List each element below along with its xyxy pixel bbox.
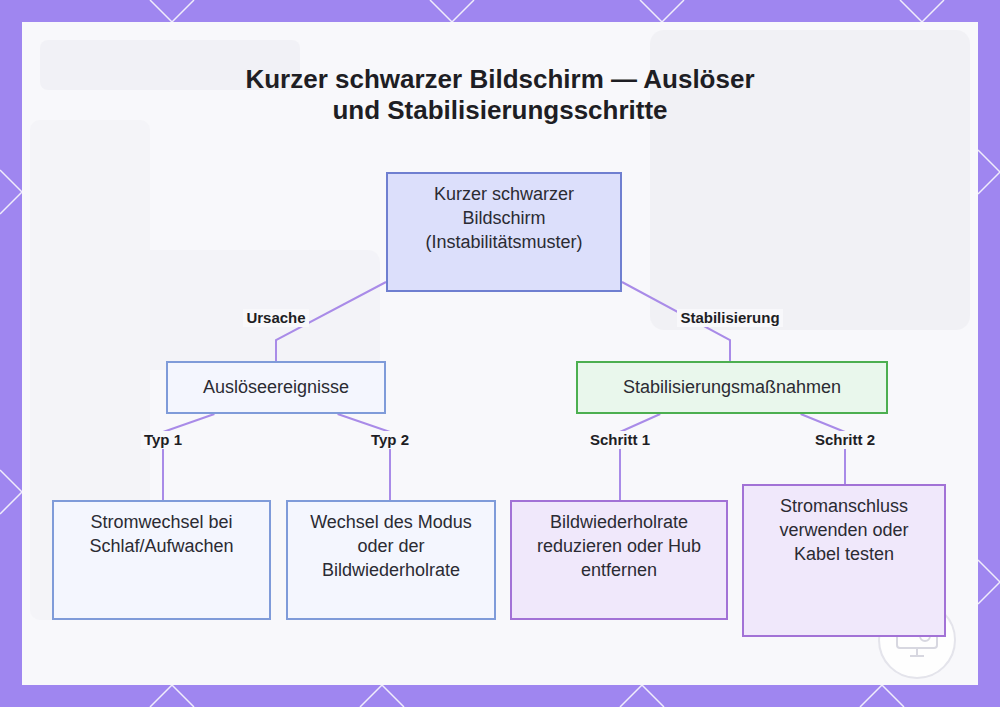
category-box: Auslöseereignisse: [166, 361, 386, 414]
edge-label: Schritt 2: [812, 431, 878, 449]
node-text: Auslöseereignisse: [178, 375, 374, 399]
step-box: Stromanschluss verwenden oder Kabel test…: [742, 484, 946, 637]
edge-label: Schritt 1: [587, 431, 653, 449]
node-text: Stromwechsel bei Schlaf/Aufwachen: [64, 510, 259, 558]
node-text: Bildwiederholrate reduzieren oder Hub en…: [522, 510, 716, 582]
connector-line: [163, 414, 214, 500]
faded-backdrop: [30, 30, 970, 620]
trigger-box: Stromwechsel bei Schlaf/Aufwachen: [52, 500, 271, 620]
connector-line: [801, 414, 845, 484]
trigger-box: Wechsel des Modus oder der Bildwiederhol…: [286, 500, 496, 620]
connector-line: [338, 414, 390, 500]
edge-label: Typ 2: [368, 431, 412, 449]
node-text: Stabilisierungsmaßnahmen: [588, 375, 876, 399]
inner-panel: [22, 22, 978, 685]
node-text: Stromanschluss verwenden oder Kabel test…: [754, 494, 934, 566]
edge-label: Ursache: [243, 309, 308, 327]
node-text: Kurzer schwarzer Bildschirm (Instabilitä…: [398, 182, 610, 254]
edge-label: Typ 1: [141, 431, 185, 449]
root-box: Kurzer schwarzer Bildschirm (Instabilitä…: [386, 172, 622, 292]
step-box: Bildwiederholrate reduzieren oder Hub en…: [510, 500, 728, 620]
category-box: Stabilisierungsmaßnahmen: [576, 361, 888, 414]
edge-label: Stabilisierung: [677, 309, 782, 327]
connector-line: [620, 414, 660, 500]
node-text: Wechsel des Modus oder der Bildwiederhol…: [298, 510, 484, 582]
diagram-title: Kurzer schwarzer Bildschirm — Auslöser u…: [225, 64, 775, 126]
